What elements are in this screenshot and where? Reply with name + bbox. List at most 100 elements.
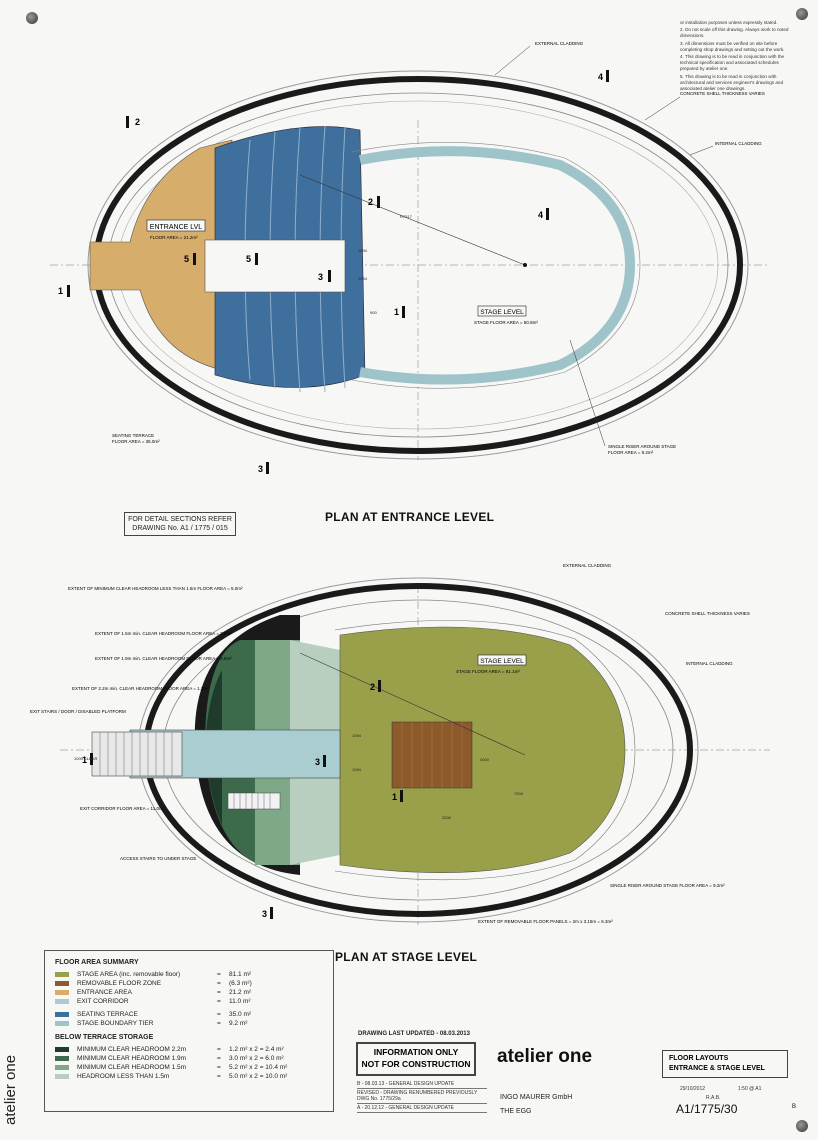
marker-bars: [67, 70, 609, 474]
dimension: 1094: [358, 276, 368, 281]
revision-list: B - 08.03.13 - GENERAL DESIGN UPDATE REV…: [357, 1080, 487, 1113]
legend-swatch: [55, 1056, 69, 1061]
dimension: 1094: [358, 248, 368, 253]
entrance-lvl-label: ENTRANCE LVL: [150, 224, 202, 231]
dimension: 1094: [352, 767, 362, 772]
pin-icon: [26, 12, 38, 24]
pin-icon: [796, 1120, 808, 1132]
dimension: 2200: [442, 815, 452, 820]
legend-swatch: [55, 1065, 69, 1070]
info-line: NOT FOR CONSTRUCTION: [361, 1059, 471, 1069]
legend-swatch: [55, 999, 69, 1004]
section-marker: 1: [82, 755, 87, 765]
section-marker: 3: [318, 272, 323, 282]
note: 4. This drawing is to be read in conjunc…: [680, 54, 785, 72]
radius-line: [299, 174, 526, 266]
side-brand: atelier one: [2, 1054, 19, 1125]
section-marker: 1: [392, 792, 397, 802]
summary-equals: =: [217, 1064, 221, 1071]
summary-label: HEADROOM LESS THAN 1.5m: [77, 1073, 170, 1080]
sheet-title-box: FLOOR LAYOUTS ENTRANCE & STAGE LEVEL: [662, 1050, 788, 1078]
sheet-title: ENTRANCE & STAGE LEVEL: [669, 1065, 765, 1072]
center-point: [523, 263, 527, 267]
summary-value: (6.3 m²): [229, 980, 252, 987]
external-cladding-label: EXTERNAL CLADDING: [563, 563, 612, 568]
drawn-by: R.A.B.: [706, 1095, 721, 1101]
storage-heading: BELOW TERRACE STORAGE: [55, 1034, 154, 1041]
drawing-number: A1/1775/30: [676, 1102, 738, 1116]
section-marker: 1: [394, 307, 399, 317]
legend-swatch: [55, 981, 69, 986]
summary-row: EXIT CORRIDOR=11.0 m²: [45, 997, 333, 1006]
exit-stair-treads: [99, 732, 173, 776]
external-cladding-label: EXTERNAL CLADDING: [535, 41, 584, 46]
radius-line: [299, 652, 526, 756]
summary-row: MINIMUM CLEAR HEADROOM 1.5m = 5.2 m² x 2 =…: [45, 1063, 333, 1072]
internal-cladding-label: INTERNAL CLADDING: [715, 141, 762, 146]
extent-label: EXTENT OF 1.9m min. CLEAR HEADROOM FLOOR…: [95, 656, 232, 661]
stage-area-label: STAGE FLOOR AREA = 81.1m²: [456, 669, 520, 674]
summary-row: SEATING TERRACE=35.0 m²: [45, 1010, 333, 1019]
section-marker: 5: [246, 254, 251, 264]
legend-swatch: [55, 1012, 69, 1017]
section-markers: 1 1 2 2 3 3 4 4 5 5: [58, 72, 603, 474]
access-stairs: [227, 792, 281, 810]
external-cladding-line: [87, 70, 749, 460]
summary-label: ENTRANCE AREA: [77, 989, 132, 996]
entrance-plan-title: PLAN AT ENTRANCE LEVEL: [325, 510, 495, 524]
dimension: R7317: [400, 214, 413, 219]
legend-swatch: [55, 972, 69, 977]
summary-value: 3.0 m² x 2 = 6.0 m²: [229, 1055, 284, 1062]
dimension: 1094: [352, 733, 362, 738]
note: 3. All dimensions must be verified on si…: [680, 40, 785, 52]
summary-value: 9.2 m²: [229, 1020, 248, 1027]
section-marker: 1: [58, 286, 63, 296]
exit-stairs: [91, 731, 183, 777]
stage-boundary-tier: [359, 146, 636, 385]
entrance-plan: ENTRANCE LVL FLOOR AREA = 21.2m² STAGE L…: [50, 41, 770, 474]
access-stairs-label: ACCESS STAIRS TO UNDER STAGE: [120, 856, 196, 861]
storage-rows: MINIMUM CLEAR HEADROOM 2.2m=1.2 m² x 2 =…: [45, 1045, 333, 1081]
extent-label: EXTENT OF 1.5m min. CLEAR HEADROOM FLOOR…: [95, 631, 232, 636]
section-marker: 2: [368, 197, 373, 207]
brand-logo: atelier one: [497, 1046, 593, 1067]
info-only-box: INFORMATION ONLY NOT FOR CONSTRUCTION: [356, 1042, 476, 1076]
summary-label: MINIMUM CLEAR HEADROOM 2.2m: [77, 1046, 187, 1053]
sheet-title: FLOOR LAYOUTS: [669, 1055, 729, 1062]
seating-terrace-label: SEATING TERRACE: [112, 433, 154, 438]
summary-equals: =: [217, 1020, 221, 1027]
summary-row: ENTRANCE AREA=21.2 m²: [45, 988, 333, 997]
detail-reference: FOR DETAIL SECTIONS REFER DRAWING No. A1…: [124, 512, 236, 536]
summary-equals: =: [217, 998, 221, 1005]
pin-icon: [796, 8, 808, 20]
info-line: INFORMATION ONLY: [373, 1047, 459, 1057]
summary-label: MINIMUM CLEAR HEADROOM 1.5m: [77, 1064, 187, 1071]
summary-equals: =: [217, 1073, 221, 1080]
summary-row: MINIMUM CLEAR HEADROOM 2.2m=1.2 m² x 2 =…: [45, 1045, 333, 1054]
section-marker: 4: [598, 72, 603, 82]
summary-heading: FLOOR AREA SUMMARY: [55, 959, 139, 966]
entrance-lvl-box: [146, 219, 206, 232]
extent-label: EXTENT OF MINIMUM CLEAR HEADROOM LESS TH…: [68, 586, 243, 591]
internal-cladding-label: INTERNAL CLADDING: [686, 661, 733, 666]
summary-value: 5.2 m² x 2 = 10.4 m²: [229, 1064, 288, 1071]
entrance-area-label: FLOOR AREA = 21.2m²: [150, 235, 198, 240]
revision-row: A - 20.12.12 - GENERAL DESIGN UPDATE: [357, 1104, 487, 1113]
legend-swatch: [55, 1047, 69, 1052]
legend-swatch: [55, 1074, 69, 1079]
summary-row: MINIMUM CLEAR HEADROOM 1.9m=3.0 m² x 2 =…: [45, 1054, 333, 1063]
summary-label: EXIT CORRIDOR: [77, 998, 129, 1005]
note: or installation purposes unless expressl…: [680, 20, 778, 25]
section-markers: 1 1 2 3 3: [82, 682, 397, 919]
summary-label: STAGE BOUNDARY TIER: [77, 1020, 154, 1027]
entrance-corridor: [204, 239, 346, 293]
stage-outline: [351, 142, 641, 389]
concrete-shell-label: CONCRETE SHELL THICKNESS VARIES: [680, 91, 765, 96]
access-stair-treads: [233, 793, 271, 809]
dimension: 4000: [480, 757, 490, 762]
summary-equals: =: [217, 1055, 221, 1062]
stage-area-label: STAGE FLOOR AREA = 50.8m²: [474, 320, 538, 325]
summary-equals: =: [217, 1046, 221, 1053]
summary-value: 21.2 m²: [229, 989, 252, 996]
section-marker: 2: [370, 682, 375, 692]
